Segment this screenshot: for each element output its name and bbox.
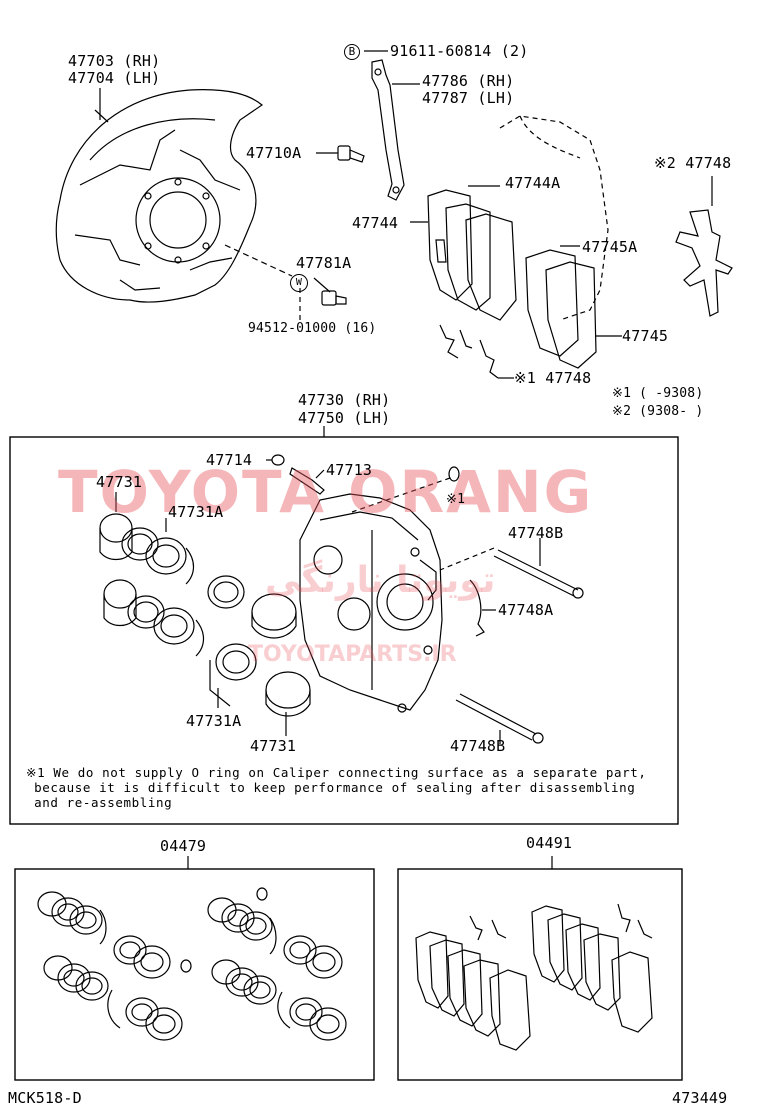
- part-label-47703: 47703 (RH): [68, 52, 161, 70]
- bolt-47710a: [316, 145, 365, 163]
- watermark-farsi-text: تویوتا نارنگی: [265, 560, 496, 601]
- dust-shield: [55, 89, 263, 303]
- kit-label-04491: 04491: [526, 834, 573, 852]
- caliper-group-border: [9, 436, 679, 825]
- part-label-91611: 91611-60814 (2): [390, 42, 529, 60]
- part-label-47748-2: ※2 47748: [654, 154, 732, 172]
- kit-label-04479: 04479: [160, 837, 207, 855]
- o-ring-marker: ※1: [446, 492, 466, 507]
- diagram-number: 473449: [672, 1089, 728, 1107]
- pad-set-47744: [410, 185, 517, 321]
- part-label-47787: 47787 (LH): [422, 89, 515, 107]
- piston-seal-set-upper: [99, 492, 297, 639]
- part-label-47748b-top: 47748B: [508, 524, 564, 542]
- caliper-outline: [499, 115, 609, 321]
- watermark-text: TOYOTA ORANG: [58, 458, 594, 526]
- shim-set-47745: [525, 245, 622, 369]
- caliper-body: [299, 493, 443, 713]
- part-label-47786: 47786 (RH): [422, 72, 515, 90]
- part-label-47748-1: ※1 47748: [514, 369, 592, 387]
- part-label-47781a: 47781A: [296, 254, 352, 272]
- part-label-47710a: 47710A: [246, 144, 302, 162]
- part-label-47744a: 47744A: [505, 174, 561, 192]
- piston-seal-set-lower: [103, 579, 311, 736]
- part-label-47748a: 47748A: [498, 601, 554, 619]
- bolt-marker-icon: B: [344, 44, 360, 60]
- washer-marker-icon: W: [290, 274, 308, 292]
- part-label-47731a-bottom: 47731A: [186, 712, 242, 730]
- part-label-47745a: 47745A: [582, 238, 638, 256]
- diagram-code: MCK518-D: [8, 1089, 82, 1107]
- part-label-47731-top: 47731: [96, 473, 143, 491]
- kit-04479-seals: [37, 887, 347, 1041]
- footnote-1: ※1 ( -9308): [612, 386, 704, 401]
- part-label-47730: 47730 (RH): [298, 391, 391, 409]
- spring-47748a: [469, 579, 496, 637]
- watermark-url-text: TOYOTAPARTS.IR: [248, 642, 457, 667]
- part-label-47750: 47750 (LH): [298, 409, 391, 427]
- part-label-47748b-bottom: 47748B: [450, 737, 506, 755]
- bleeder-plug-47713: [289, 467, 325, 495]
- part-label-47731-bottom: 47731: [250, 737, 297, 755]
- part-label-47714: 47714: [206, 451, 253, 469]
- kit-04491-border: [397, 868, 683, 1081]
- kit-04491-pads: [415, 903, 653, 1051]
- kit-04479-border: [14, 868, 375, 1081]
- part-label-47731a-top: 47731A: [168, 503, 224, 521]
- caliper-note: ※1 We do not supply O ring on Caliper co…: [26, 765, 647, 810]
- bracket-47786: [364, 50, 420, 201]
- bleeder-cap-47714: [266, 454, 285, 466]
- pin-47748b-bottom: [455, 693, 544, 744]
- o-ring: [448, 466, 460, 482]
- clip-set-47748-1: [439, 324, 514, 379]
- bolt-47781a: [299, 277, 347, 320]
- pin-47748b-top: [439, 538, 584, 599]
- leader-line: [224, 244, 293, 277]
- part-label-47713: 47713: [326, 461, 373, 479]
- part-label-47704: 47704 (LH): [68, 69, 161, 87]
- footnote-2: ※2 (9308- ): [612, 404, 704, 419]
- part-label-94512: 94512-01000 (16): [248, 321, 377, 336]
- spring-47748-2: [675, 176, 733, 317]
- part-label-47745: 47745: [622, 327, 669, 345]
- part-label-47744: 47744: [352, 214, 399, 232]
